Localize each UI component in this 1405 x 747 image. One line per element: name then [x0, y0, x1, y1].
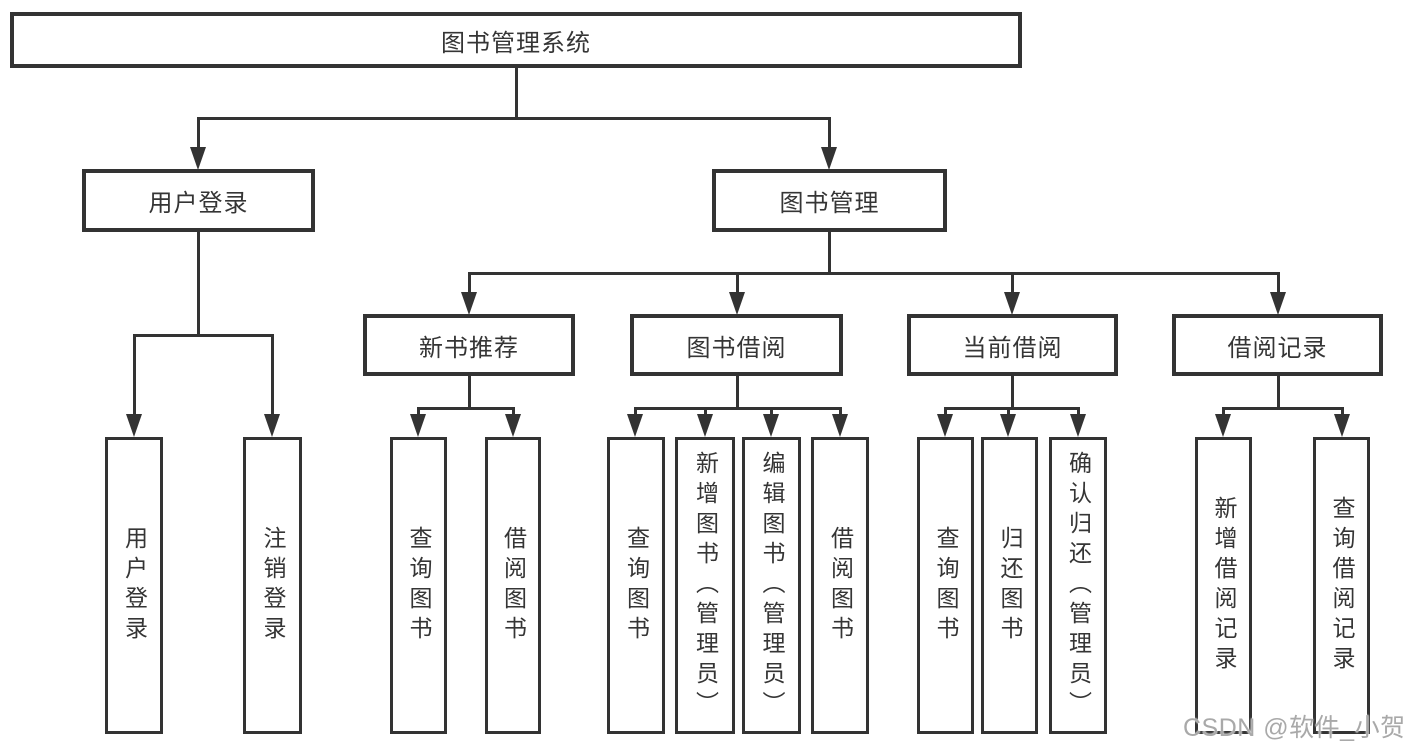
node-label: 注销登录	[260, 525, 286, 646]
arrow-down-icon	[1270, 292, 1286, 315]
node-label: 图书管理	[779, 190, 880, 217]
leaf-current-query-book: 查询图书	[917, 437, 974, 734]
connector-line	[197, 117, 831, 120]
csdn-watermark: CSDN @软件_小贺同学	[1183, 714, 1405, 742]
leaf-borrow-edit-book-admin: 编辑图书（管理员）	[742, 437, 801, 734]
node-label: 图书借阅	[686, 334, 787, 362]
connector-line	[1341, 407, 1344, 415]
node-label: 用户登录	[148, 190, 249, 217]
arrow-down-icon	[1000, 414, 1016, 437]
leaf-borrow-query-book: 查询图书	[607, 437, 665, 734]
connector-line	[1222, 407, 1225, 415]
connector-line	[828, 117, 831, 149]
node-label: 借阅图书	[500, 525, 527, 646]
connector-line	[944, 407, 947, 415]
connector-line	[1011, 376, 1014, 409]
connector-line	[515, 67, 518, 118]
leaf-records-query-record: 查询借阅记录	[1313, 437, 1370, 734]
node-label: 编辑图书（管理员）	[759, 450, 785, 721]
leaf-current-confirm-return-admin: 确认归还（管理员）	[1049, 437, 1107, 734]
node-current-borrow: 当前借阅	[907, 314, 1118, 376]
node-label: 新书推荐	[419, 334, 519, 362]
node-label: 查询图书	[406, 525, 432, 646]
arrow-down-icon	[627, 414, 643, 437]
leaf-borrow-add-book-admin: 新增图书（管理员）	[675, 437, 735, 734]
connector-line	[271, 334, 274, 414]
arrow-down-icon	[264, 414, 280, 437]
node-label: 借阅记录	[1227, 334, 1328, 362]
connector-line	[1277, 272, 1280, 292]
connector-line	[197, 232, 200, 335]
connector-line	[1277, 376, 1280, 409]
connector-line	[468, 376, 471, 409]
node-label: 用户登录	[121, 525, 148, 646]
node-label: 查询图书	[623, 525, 650, 646]
arrow-down-icon	[937, 414, 953, 437]
leaf-records-add-record: 新增借阅记录	[1195, 437, 1252, 734]
connector-line	[736, 376, 739, 409]
connector-line	[468, 272, 1280, 275]
node-label: 借阅图书	[827, 525, 854, 646]
connector-line	[512, 407, 515, 415]
connector-line	[828, 232, 831, 273]
leaf-user-login: 用户登录	[105, 437, 163, 734]
connector-line	[468, 272, 471, 292]
arrow-down-icon	[190, 147, 206, 170]
connector-line	[417, 407, 420, 415]
arrow-down-icon	[821, 147, 837, 170]
leaf-newrec-borrow-book: 借阅图书	[485, 437, 541, 734]
node-label: 新增借阅记录	[1211, 495, 1237, 676]
arrow-down-icon	[461, 292, 477, 315]
arrow-down-icon	[126, 414, 142, 437]
connector-line	[1077, 407, 1080, 415]
arrow-down-icon	[1334, 414, 1350, 437]
node-book-management: 图书管理	[712, 169, 947, 232]
leaf-current-return-book: 归还图书	[981, 437, 1038, 734]
node-label: 当前借阅	[962, 334, 1063, 362]
connector-line	[736, 272, 739, 292]
leaf-logout: 注销登录	[243, 437, 302, 734]
connector-line	[133, 334, 274, 337]
node-label: 确认归还（管理员）	[1065, 450, 1092, 721]
leaf-borrow-borrow-book: 借阅图书	[811, 437, 869, 734]
arrow-down-icon	[1004, 292, 1020, 315]
connector-line	[1222, 407, 1344, 410]
node-root: 图书管理系统	[10, 12, 1022, 68]
node-label: 归还图书	[997, 525, 1023, 646]
connector-line	[634, 407, 637, 415]
node-new-book-recommend: 新书推荐	[363, 314, 575, 376]
connector-line	[1007, 407, 1010, 415]
leaf-newrec-query-book: 查询图书	[390, 437, 447, 734]
connector-line	[944, 407, 1080, 410]
node-user-login: 用户登录	[82, 169, 315, 232]
arrow-down-icon	[763, 414, 779, 437]
connector-line	[1011, 272, 1014, 292]
node-book-borrow: 图书借阅	[630, 314, 843, 376]
node-label: 新增图书（管理员）	[692, 450, 719, 721]
node-label: 查询图书	[933, 525, 959, 646]
node-label: 图书管理系统	[441, 29, 591, 57]
node-label: 查询借阅记录	[1329, 495, 1355, 676]
arrow-down-icon	[832, 414, 848, 437]
connector-line	[704, 407, 707, 415]
connector-line	[634, 407, 842, 410]
arrow-down-icon	[1215, 414, 1231, 437]
node-borrow-records: 借阅记录	[1172, 314, 1383, 376]
arrow-down-icon	[697, 414, 713, 437]
connector-line	[133, 334, 136, 414]
connector-line	[417, 407, 515, 410]
arrow-down-icon	[1070, 414, 1086, 437]
arrow-down-icon	[729, 292, 745, 315]
arrow-down-icon	[505, 414, 521, 437]
connector-line	[770, 407, 773, 415]
arrow-down-icon	[410, 414, 426, 437]
connector-line	[197, 117, 200, 149]
connector-line	[839, 407, 842, 415]
